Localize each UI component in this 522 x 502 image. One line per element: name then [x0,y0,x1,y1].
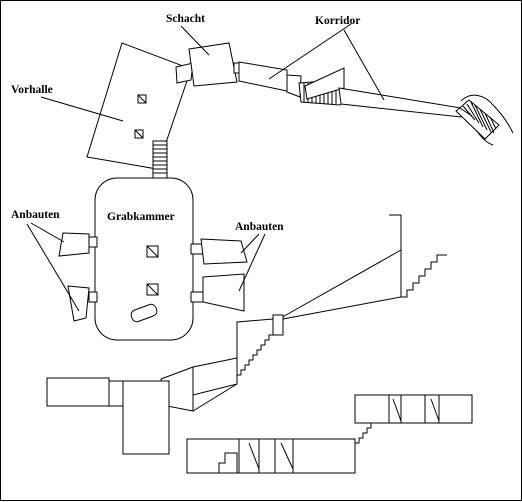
label-schacht: Schacht [166,13,205,25]
vorhalle-stairs [152,140,168,180]
section-upper-stairs [401,254,447,298]
label-vorhalle: Vorhalle [11,84,53,96]
section-lower-stairs [240,334,273,375]
annex-door-ll [88,291,98,303]
corridor-segment-1 [238,61,288,92]
annex-right-lower [202,273,245,312]
annex-door-rl [190,291,204,303]
section-shaft [122,380,170,455]
section-lower-corridor [186,438,356,474]
passage-1 [175,62,194,84]
grabkammer-room [94,177,194,341]
labels: Schacht Korridor Vorhalle Grabkammer Anb… [11,13,360,233]
section-grabkammer [46,377,110,407]
section-view [46,214,473,474]
entrance-stairs [455,94,514,146]
corridor-entry-cap [304,67,345,100]
annex-left-lower [67,285,90,322]
section-upper-chamber [354,394,473,424]
sarcophagus [130,303,158,323]
section-door [272,314,284,336]
leader-lines [26,23,385,312]
annex-right-upper [200,238,248,265]
plan-view [26,23,514,341]
section-entrance-wall [282,214,402,320]
vorhalle-room [86,42,192,170]
schacht-room [188,42,238,87]
label-korridor: Korridor [315,15,360,27]
section-ceiling-slope [278,249,402,320]
section-niche [218,452,238,473]
section-descent [192,357,238,396]
label-anbauten-left: Anbauten [11,209,60,221]
annex-door-lu [88,236,98,248]
label-anbauten-right: Anbauten [235,221,284,233]
corridor-long [338,87,462,118]
annex-door-ru [190,243,204,255]
annex-left-upper [58,232,90,257]
label-grabkammer: Grabkammer [107,211,175,223]
